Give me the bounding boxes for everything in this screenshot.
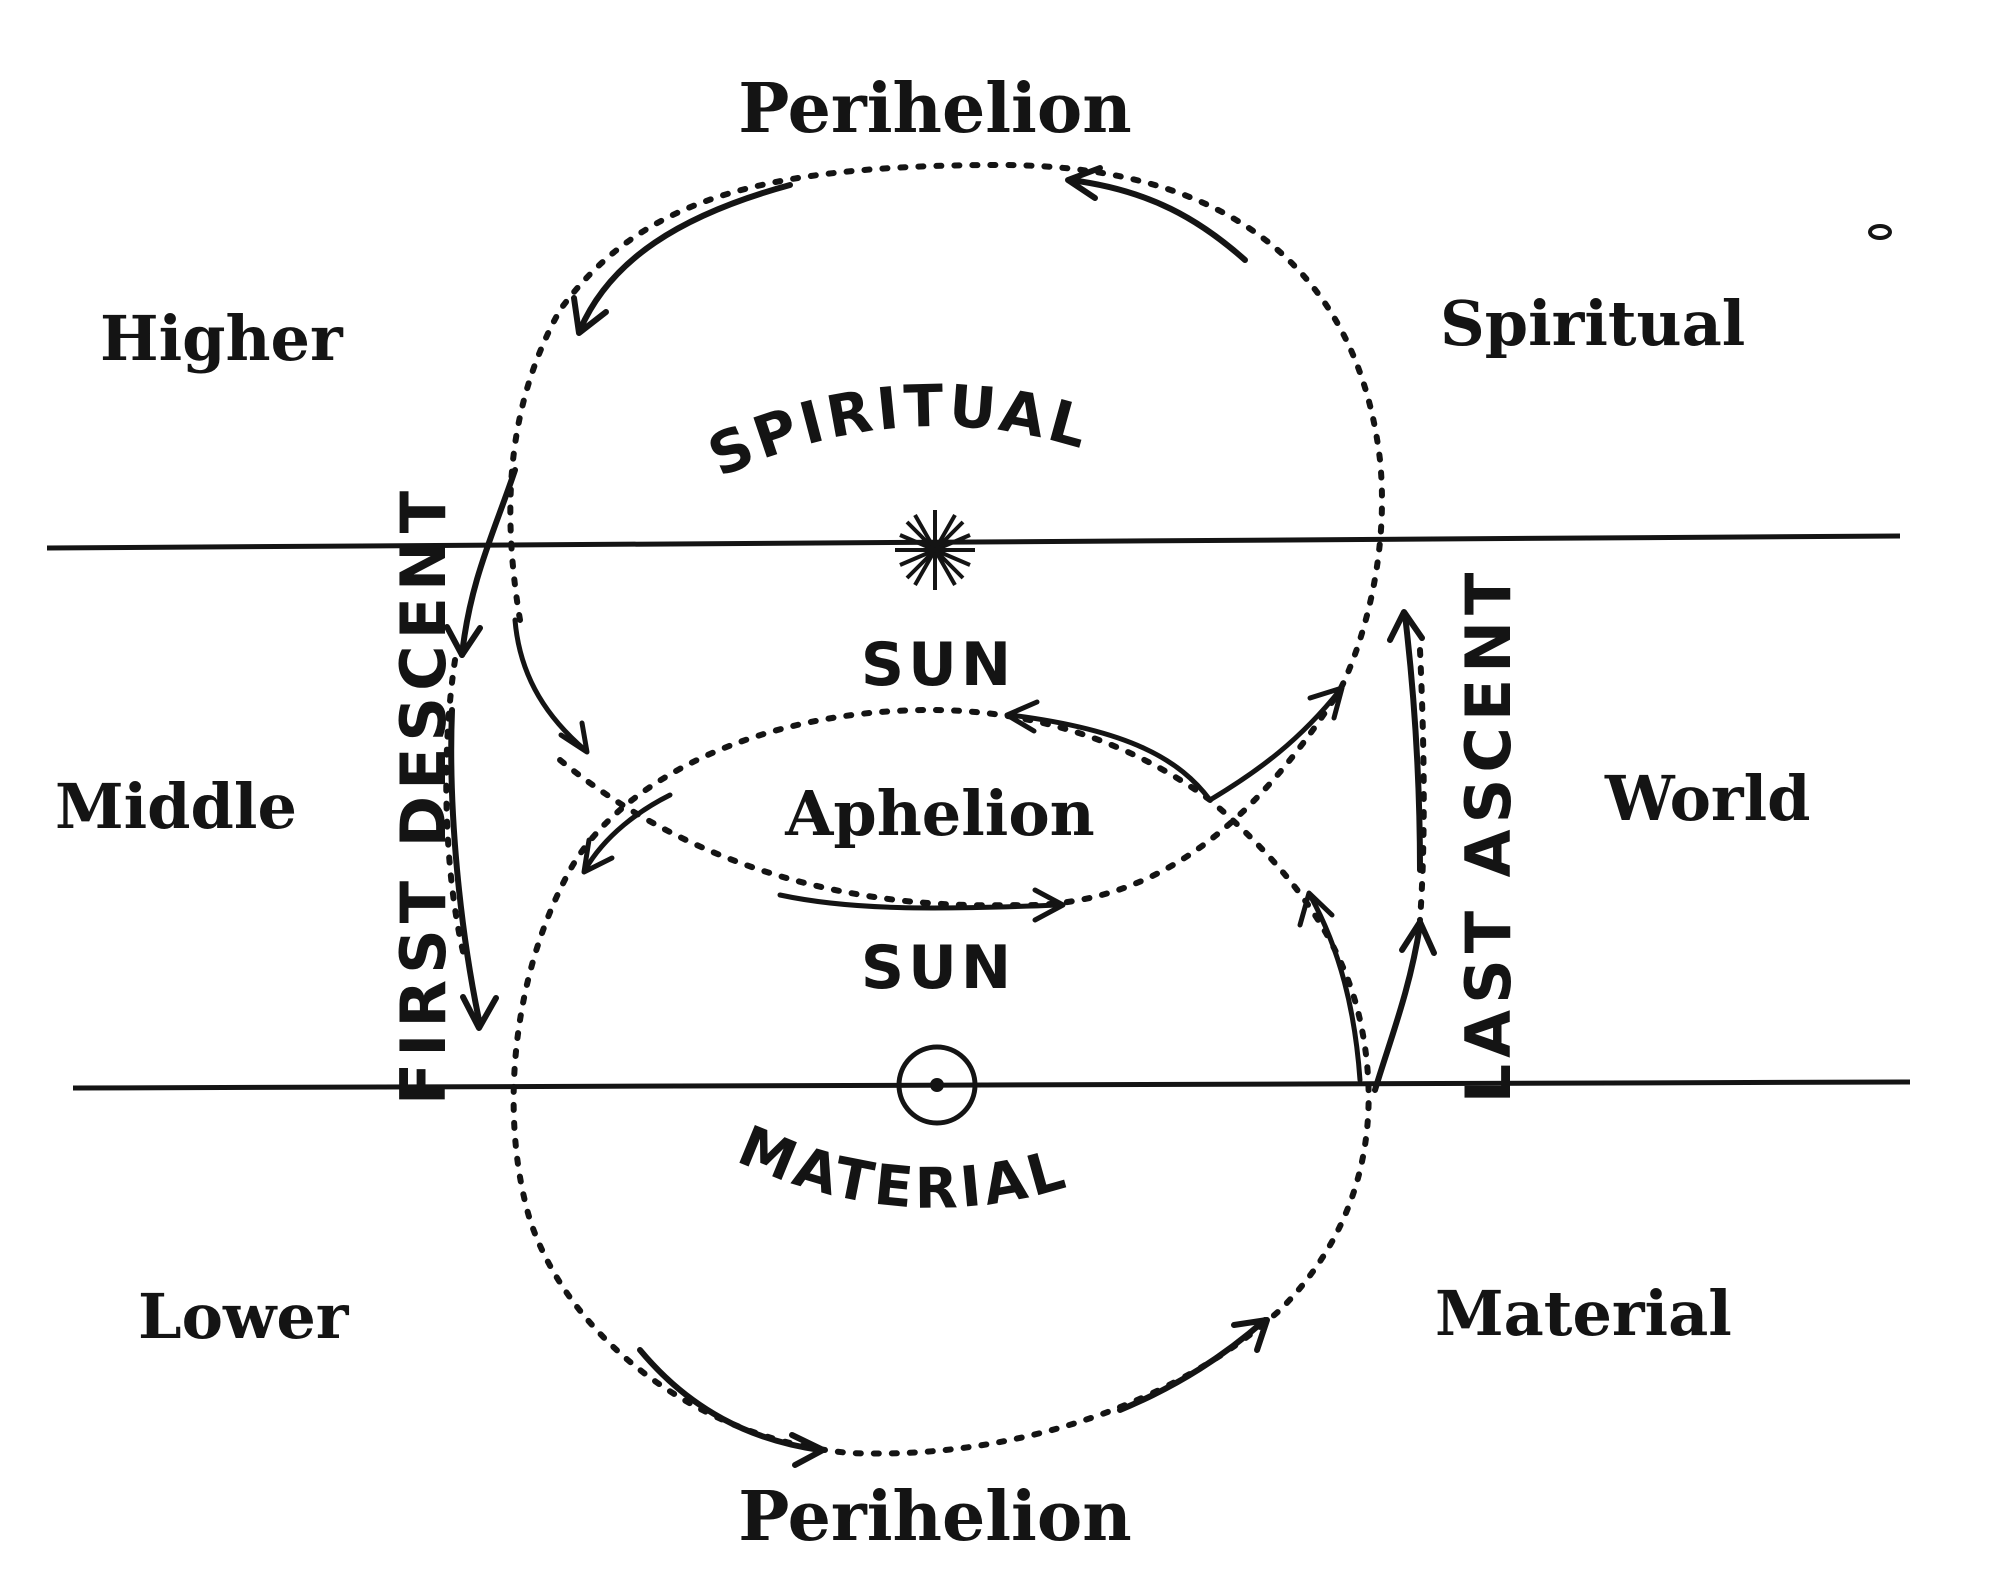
top-arrow-arc <box>1067 177 1248 263</box>
bottom-left-arrow-arc <box>637 1347 823 1453</box>
last-ascent-arrow-lower <box>1372 922 1423 1093</box>
perihelion-bottom-label: Perihelion <box>738 1477 1131 1557</box>
lower-label: Lower <box>138 1280 350 1353</box>
inner-descent-arrow <box>512 617 588 753</box>
last-ascent-label: LAST ASCENT <box>1452 567 1525 1104</box>
lower-plane-line <box>72 1079 1911 1091</box>
higher-label: Higher <box>100 302 344 375</box>
sun-upper-label: SUN <box>861 630 1015 700</box>
aphelion-left-arrow <box>582 792 673 873</box>
lower-orbit-dotted <box>510 706 1372 1457</box>
material-arc-label: MATERIAL <box>729 1114 1075 1222</box>
inner-ascent-arrow <box>1307 892 1363 1083</box>
aphelion-label: Aphelion <box>784 777 1095 850</box>
upper-orbit-dotted <box>507 161 1385 909</box>
material-label: Material <box>1435 1277 1732 1350</box>
spiritual-sun-star-icon <box>895 510 975 590</box>
top-left-arrow-arc <box>577 182 793 333</box>
spiritual-label: Spiritual <box>1440 287 1745 360</box>
aphelion-bottom-arrow <box>777 892 1063 911</box>
spiritual-arc-label: SPIRITUAL <box>698 372 1098 491</box>
descent-dotted <box>443 657 468 963</box>
bottom-right-arrow-arc <box>1117 1317 1268 1413</box>
sun-lower-label: SUN <box>861 933 1015 1003</box>
perihelion-top-label: Perihelion <box>738 69 1131 149</box>
world-label: World <box>1604 762 1811 835</box>
last-ascent-arrow-upper <box>1402 612 1423 873</box>
middle-label: Middle <box>55 770 297 843</box>
first-descent-arrow-lower <box>448 707 483 1028</box>
first-descent-arrow-upper <box>459 467 518 658</box>
aphelion-top-arrow <box>1007 712 1213 803</box>
ink-speck <box>1868 224 1892 240</box>
aphelion-right-arrow <box>1207 687 1343 803</box>
material-sun-circled-dot-icon <box>896 1044 978 1126</box>
ascent-dotted <box>1417 647 1427 923</box>
first-descent-label: FIRST DESCENT <box>387 485 460 1105</box>
upper-plane-line <box>46 533 1901 551</box>
